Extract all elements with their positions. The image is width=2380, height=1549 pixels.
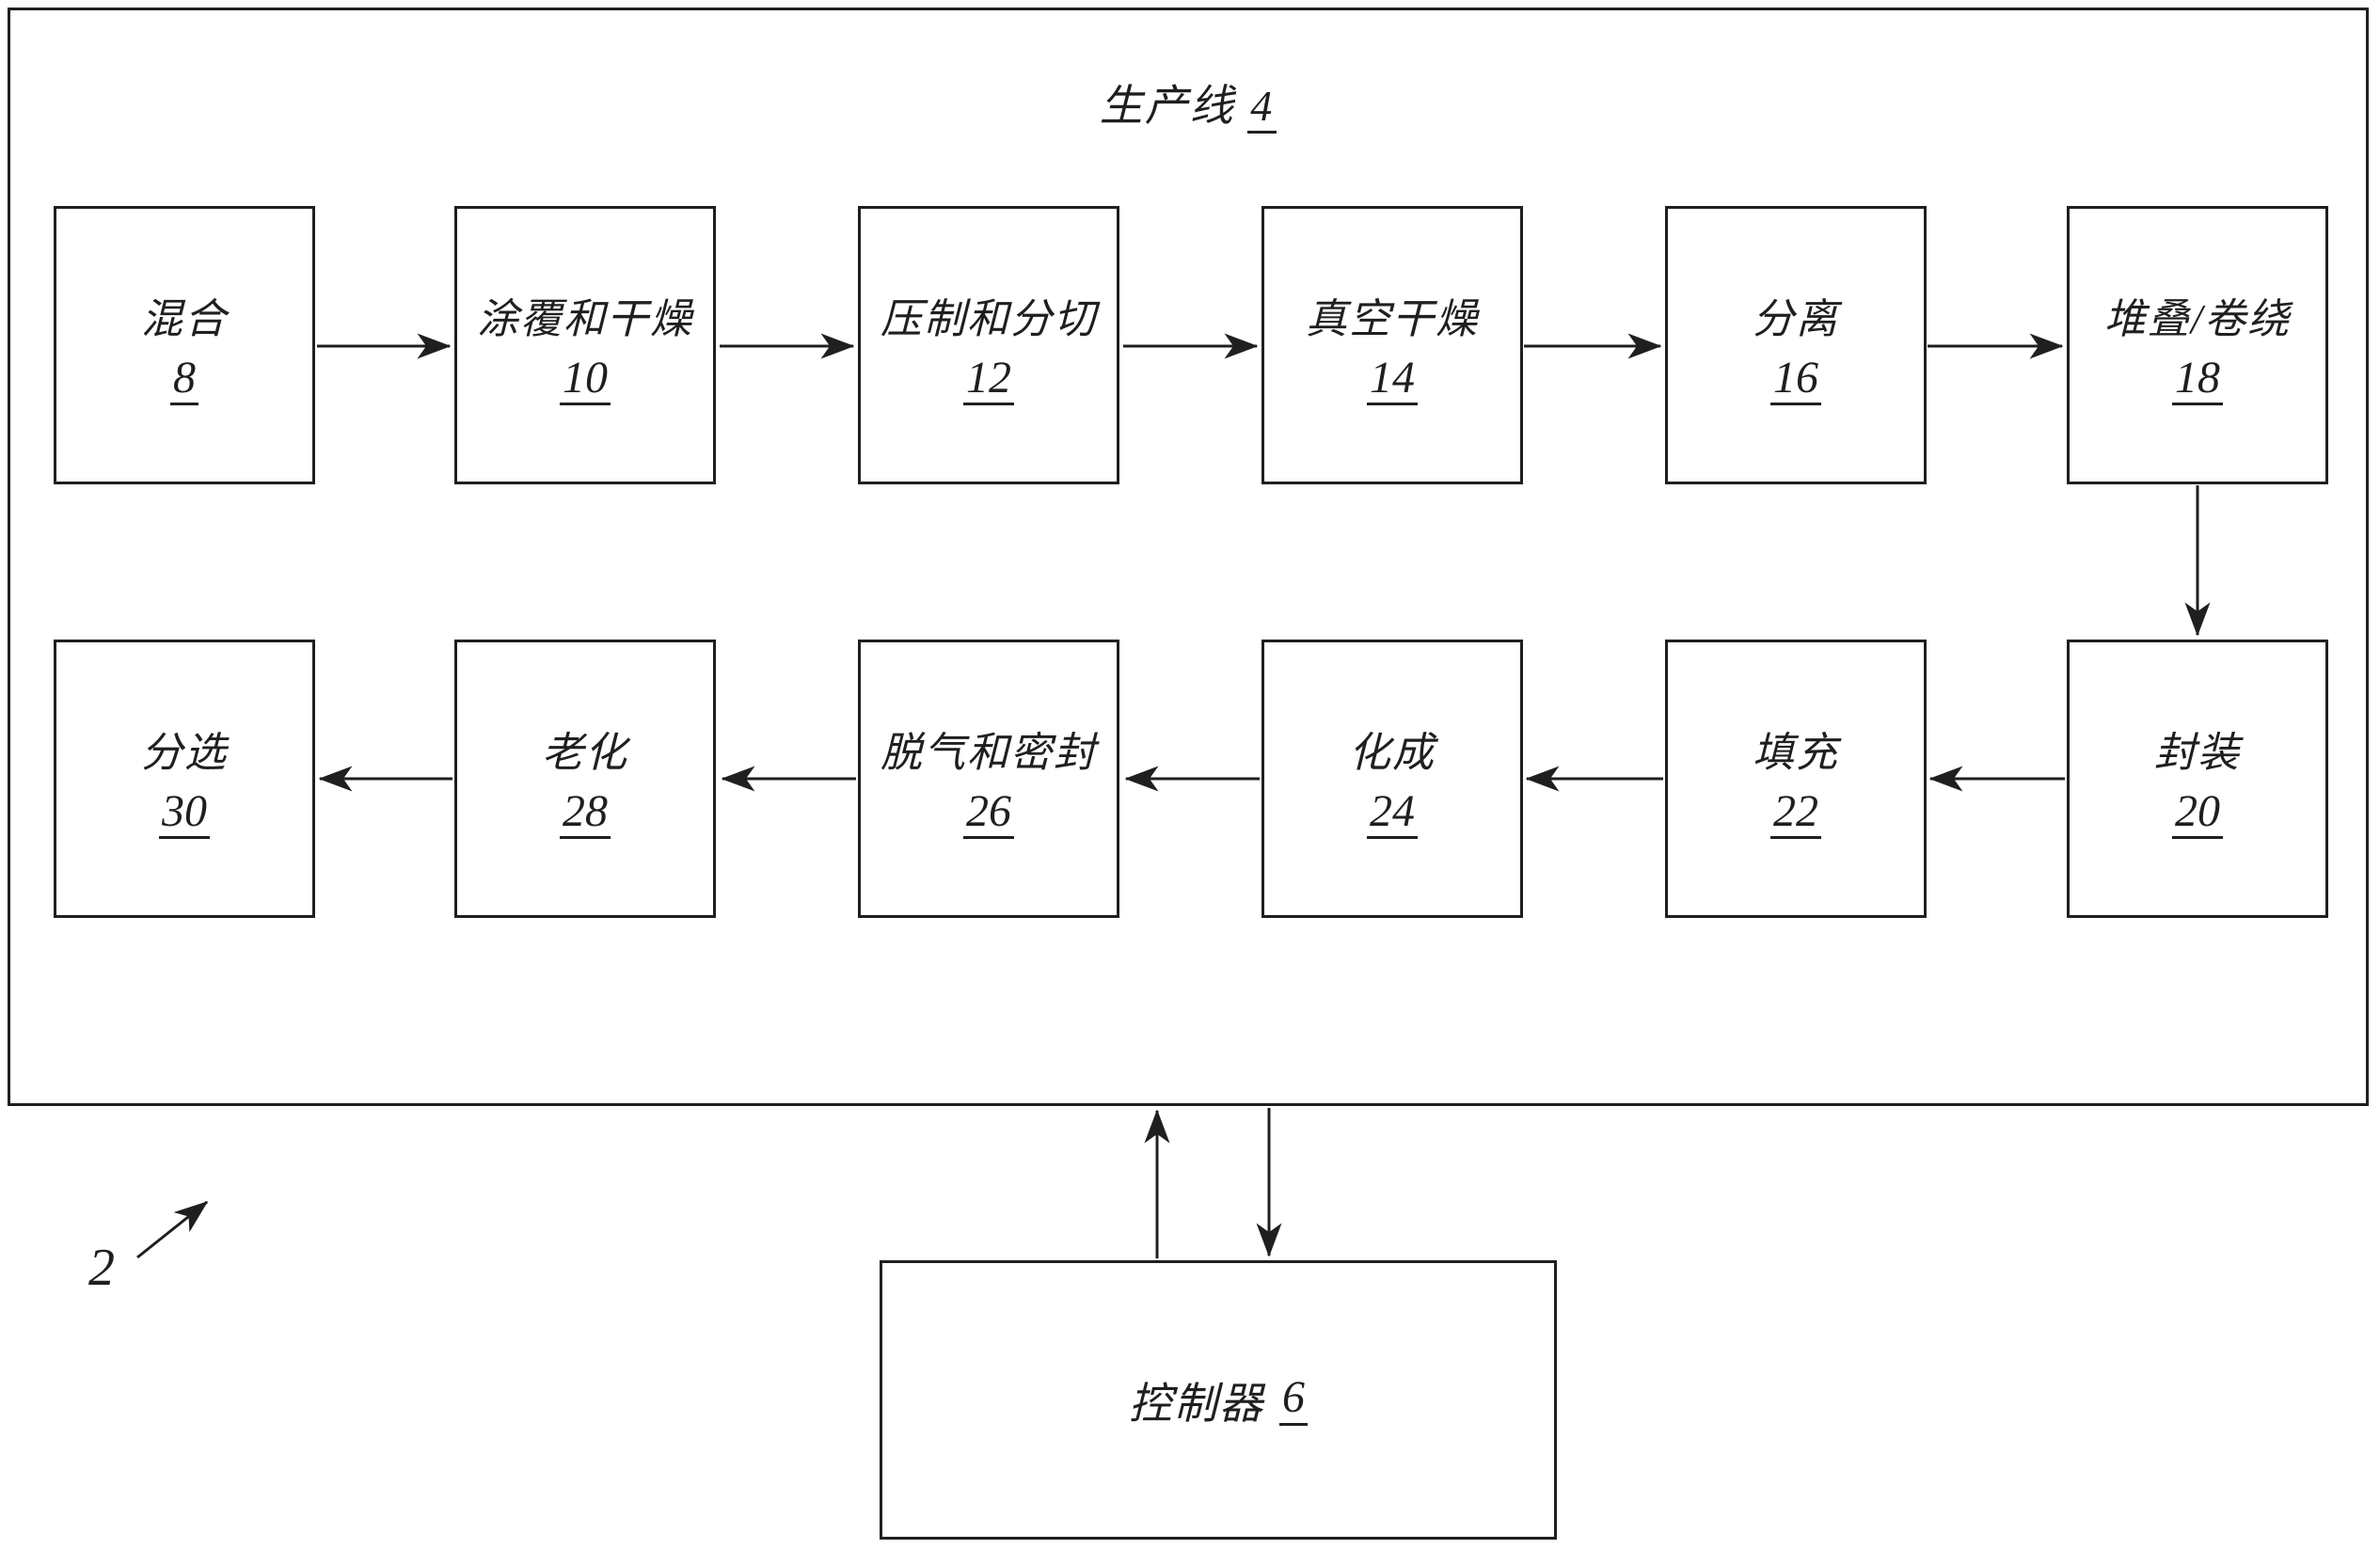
process-box-vacuum-drying: 真空干燥 14 (1261, 206, 1523, 484)
process-box-sorting: 分选 30 (54, 640, 315, 918)
process-box-pressing-and-slitting: 压制和分切 12 (858, 206, 1119, 484)
process-label: 脱气和密封 (881, 729, 1097, 776)
process-ref: 8 (170, 354, 198, 406)
process-ref: 14 (1367, 354, 1418, 406)
production-line-ref: 4 (1247, 82, 1277, 134)
process-label: 真空干燥 (1306, 295, 1479, 342)
controller-label: 控制器 (1129, 1379, 1264, 1428)
figure-ref-label: 2 (88, 1239, 115, 1297)
process-box-degassing-and-sealing: 脱气和密封 26 (858, 640, 1119, 918)
process-label: 分选 (141, 729, 228, 776)
process-box-filling: 填充 22 (1665, 640, 1927, 918)
process-box-coating-and-drying: 涂覆和干燥 10 (454, 206, 716, 484)
controller-ref: 6 (1279, 1373, 1308, 1426)
process-box-packaging: 封装 20 (2067, 640, 2328, 918)
process-label: 混合 (141, 295, 228, 342)
process-label: 压制和分切 (881, 295, 1097, 342)
process-box-aging: 老化 28 (454, 640, 716, 918)
production-line-title: 生产线 4 (8, 71, 2369, 134)
process-ref: 30 (159, 787, 210, 840)
process-box-separation: 分离 16 (1665, 206, 1927, 484)
process-ref: 28 (560, 787, 611, 840)
process-ref: 10 (560, 354, 611, 406)
process-ref: 20 (2172, 787, 2223, 840)
process-label: 分离 (1753, 295, 1839, 342)
process-label: 涂覆和干燥 (477, 295, 693, 342)
process-ref: 12 (963, 354, 1014, 406)
figure-ref-arrow (136, 1200, 209, 1259)
process-label: 化成 (1349, 729, 1436, 776)
process-box-mixing: 混合 8 (54, 206, 315, 484)
process-box-formation: 化成 24 (1261, 640, 1523, 918)
process-ref: 22 (1770, 787, 1821, 840)
process-ref: 18 (2172, 354, 2223, 406)
process-label: 填充 (1753, 729, 1839, 776)
process-box-stacking-winding: 堆叠/卷绕 18 (2067, 206, 2328, 484)
process-label: 老化 (542, 729, 628, 776)
production-line-title-text: 生产线 (1099, 82, 1235, 130)
process-label: 封装 (2154, 729, 2241, 776)
process-label: 堆叠/卷绕 (2103, 295, 2292, 342)
production-line-box (8, 8, 2369, 1106)
controller-box: 控制器 6 (880, 1260, 1557, 1540)
process-ref: 26 (963, 787, 1014, 840)
process-ref: 24 (1367, 787, 1418, 840)
process-ref: 16 (1770, 354, 1821, 406)
